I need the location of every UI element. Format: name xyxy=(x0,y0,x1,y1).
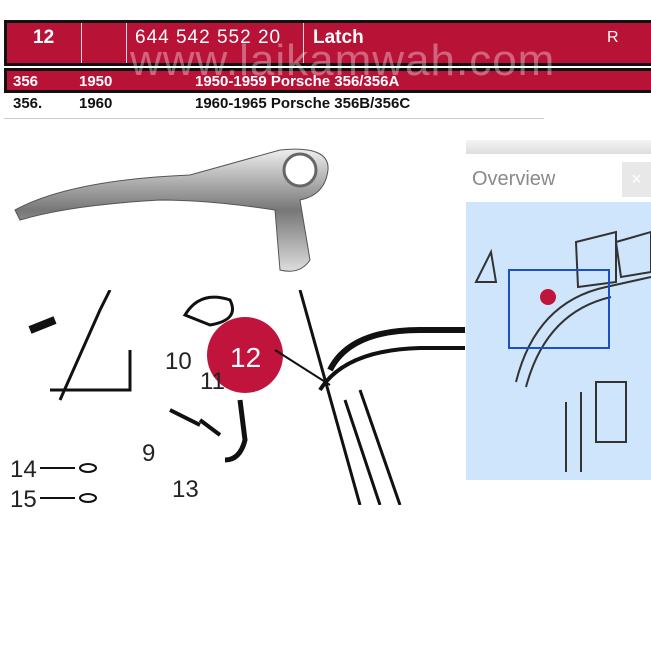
callout-13: 13 xyxy=(172,476,199,503)
part-number: 644 542 552 20 xyxy=(135,27,282,48)
table-row[interactable]: 356 1950 1950-1959 Porsche 356/356A xyxy=(4,68,651,93)
callout-11: 11 xyxy=(200,368,225,395)
callout-15: 15 xyxy=(10,486,37,513)
year: 1960 xyxy=(79,95,113,112)
overview-map[interactable] xyxy=(466,202,651,480)
callout-10: 10 xyxy=(165,348,192,375)
model: 356. xyxy=(13,95,43,112)
model: 356 xyxy=(13,73,39,90)
item-number: 12 xyxy=(33,27,55,48)
highlight-marker xyxy=(207,317,283,393)
part-header-row: 12 644 542 552 20 Latch R xyxy=(4,20,651,66)
panel-bar xyxy=(466,140,651,154)
latch-photo xyxy=(14,148,329,272)
year: 1950 xyxy=(79,73,113,90)
parts-diagram: 10 11 12 9 14 15 13 xyxy=(0,290,465,513)
callout-14: 14 xyxy=(10,456,37,483)
callout-9: 9 xyxy=(142,440,156,467)
close-icon[interactable]: × xyxy=(622,162,651,197)
year-range: 1960-1965 Porsche 356B/356C xyxy=(195,95,411,112)
table-row[interactable]: 356. 1960 1960-1965 Porsche 356B/356C xyxy=(4,93,544,119)
callout-12[interactable]: 12 xyxy=(230,342,262,373)
viewport-rect xyxy=(508,269,610,349)
overview-panel: Overview × xyxy=(466,140,651,480)
side-indicator: R xyxy=(607,29,619,46)
part-description: Latch xyxy=(313,27,364,48)
watermark: www.laikamwah.com xyxy=(130,36,556,85)
overview-title: Overview xyxy=(472,168,556,190)
year-range: 1950-1959 Porsche 356/356A xyxy=(195,73,400,90)
